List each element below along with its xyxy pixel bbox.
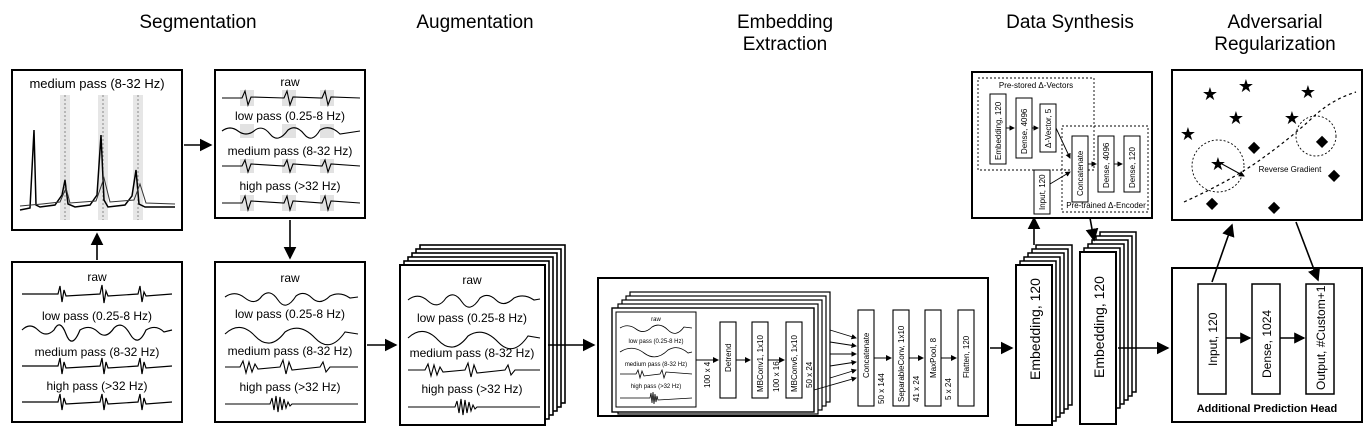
synth-embedding: Embedding, 120 [994,101,1003,160]
synth-dense-a: Dense, 4096 [1020,108,1029,154]
head-block-label: Dense, 1024 [1260,310,1274,378]
stage-title-line: Extraction [742,34,828,55]
diamond-icon: ◆ [1316,133,1329,150]
star-icon: ★ [1228,108,1244,128]
net-layer-label: MBConv1, 1x10 [756,335,765,392]
augmentation-stack: raw low pass (0.25-8 Hz) medium pass (8-… [399,244,566,426]
head-block-label: Input, 120 [1206,312,1220,366]
net-layer-shape: 50 x 24 [805,361,814,388]
synth-input: Input, 120 [1038,174,1047,210]
head-block-label: Output, #Custom+1 [1314,285,1328,390]
signal-label-high: high pass (>32 Hz) [239,380,340,394]
stage-title-segmentation: Segmentation [139,12,257,33]
star-icon: ★ [1238,76,1254,96]
stage-title-augmentation: Augmentation [416,12,534,33]
signal-label-raw: raw [280,271,300,285]
stage-title-adversarial-regularization: Adversarial Regularization [1190,12,1360,56]
raw-signals-panel: raw low pass (0.25-8 Hz) medium pass (8-… [11,261,183,423]
star-icon: ★ [1210,154,1226,174]
segment-overlay-title: medium pass (8-32 Hz) [29,76,164,91]
signal-label-medium: medium pass (8-32 Hz) [228,344,353,358]
segment-overlay-panel: medium pass (8-32 Hz) [11,69,183,231]
mini-label-high: high pass (>32 Hz) [631,384,682,390]
mini-label-low: low pass (0.25-8 Hz) [628,339,683,345]
net-layer-label: Concatenate [862,332,871,378]
signal-label-medium: medium pass (8-32 Hz) [410,346,535,360]
reverse-gradient-label: Reverse Gradient [1259,165,1322,174]
net-layer-label: MBConv6, 1x10 [790,335,799,392]
adversarial-panel: ★ ★ ★ ★ ★ ★ ★ ◆ ◆ ◆ ◆ ◆ Reverse Gradient [1171,69,1363,221]
synth-dense-b: Dense, 4096 [1102,142,1111,188]
synth-dense-c: Dense, 120 [1128,147,1137,188]
net-layer-shape: 100 x 16 [772,361,781,392]
stage-title-line: Adversarial [1227,12,1323,33]
signal-label-high: high pass (>32 Hz) [421,382,522,396]
signal-label-low: low pass (0.25-8 Hz) [417,311,527,325]
prediction-head-panel: Input, 120 Dense, 1024 Output, #Custom+1… [1171,267,1363,423]
net-layer-label: SeparableConv, 1x10 [897,325,906,402]
net-layer-shape: 41 x 24 [912,375,921,402]
signal-label-low: low pass (0.25-8 Hz) [235,109,345,123]
signal-label-high: high pass (>32 Hz) [46,379,147,393]
stage-title-line: Regularization [1214,34,1336,55]
net-layer-shape: 5 x 24 [944,378,953,400]
signal-label-raw: raw [462,273,482,287]
mini-label-medium: medium pass (8-32 Hz) [625,362,687,368]
synth-delta: Δ-Vector, 5 [1044,108,1053,148]
embedding-network-panel: raw low pass (0.25-8 Hz) medium pass (8-… [597,277,989,417]
head-caption: Additional Prediction Head [1197,403,1338,415]
diamond-icon: ◆ [1268,199,1281,216]
diamond-icon: ◆ [1328,167,1341,184]
encoder-title: Pre-trained Δ-Encoder [1066,201,1146,210]
signal-label-low: low pass (0.25-8 Hz) [235,307,345,321]
mini-label-raw: raw [651,317,661,323]
signal-label-raw: raw [280,75,300,89]
star-icon: ★ [1180,124,1196,144]
signal-label-raw: raw [87,270,107,284]
embedding-stack-label: Embedding, 120 [1027,278,1043,380]
net-layer-shape: 50 x 144 [877,373,886,404]
stage-title-data-synthesis: Data Synthesis [1006,12,1134,33]
signal-label-medium: medium pass (8-32 Hz) [35,345,160,359]
signal-label-medium: medium pass (8-32 Hz) [228,144,353,158]
segmented-signals-panel: raw low pass (0.25-8 Hz) medium pass (8-… [214,69,366,219]
embedding-stack-label: Embedding, 120 [1091,276,1107,378]
star-icon: ★ [1300,82,1316,102]
stage-title-line: Embedding [736,12,834,33]
prestored-title: Pre-stored Δ-Vectors [999,81,1073,90]
signal-label-low: low pass (0.25-8 Hz) [42,309,152,323]
embedding-stack-1: Embedding, 120 [1015,244,1073,426]
star-icon: ★ [1284,108,1300,128]
net-layer-label: MaxPool, 8 [929,337,938,378]
data-synthesis-panel: Pre-stored Δ-Vectors Pre-trained Δ-Encod… [971,71,1153,219]
net-layer-label: Flatten, 120 [962,335,971,378]
synth-concat: Concatenate [1076,150,1085,196]
star-markers: ★ ★ ★ ★ ★ ★ ★ [1180,76,1316,174]
diamond-icon: ◆ [1206,195,1219,212]
star-icon: ★ [1202,84,1218,104]
net-layer-label: Detrend [724,344,733,372]
diamond-icon: ◆ [1248,139,1261,156]
single-segment-panel: raw low pass (0.25-8 Hz) medium pass (8-… [214,261,366,423]
diamond-markers: ◆ ◆ ◆ ◆ ◆ [1206,133,1341,216]
net-input-shape: 100 x 4 [703,361,712,388]
signal-label-high: high pass (>32 Hz) [239,179,340,193]
stage-title-embedding-extraction: Embedding Extraction [700,12,870,56]
embedding-stack-2: Embedding, 120 [1079,231,1137,425]
